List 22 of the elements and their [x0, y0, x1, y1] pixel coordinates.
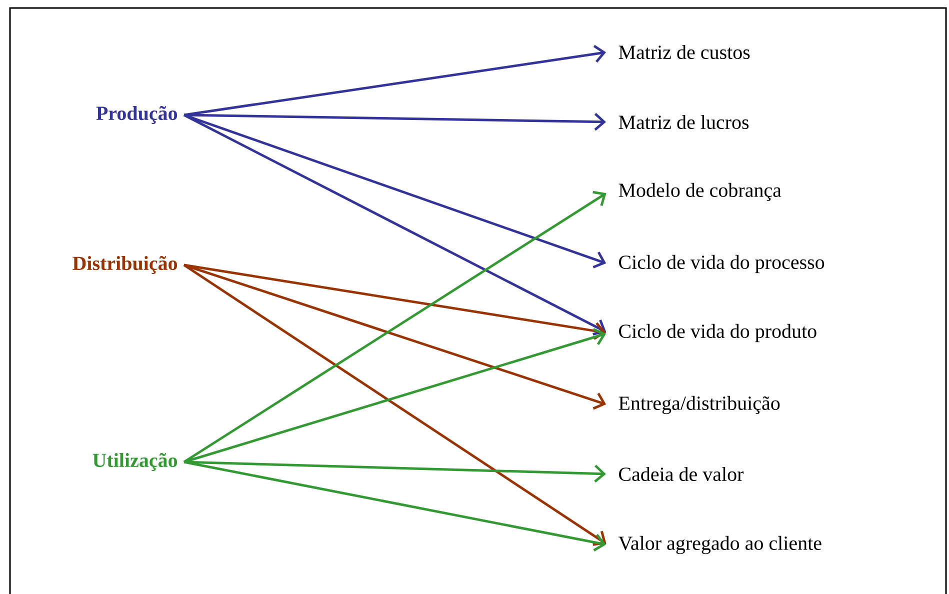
source-label: Produção [96, 106, 178, 124]
arrow [184, 44, 606, 116]
arrow [184, 264, 606, 410]
arrow [184, 264, 606, 340]
arrow [184, 328, 606, 464]
arrow [184, 114, 606, 268]
target-label: Entrega/distribuição [618, 396, 780, 414]
target-label: Matriz de lucros [618, 114, 749, 130]
target-label: Valor agregado ao cliente [618, 536, 822, 554]
arrow [184, 460, 606, 552]
source-label: Utilização [92, 452, 178, 472]
target-label: Ciclo de vida do processo [619, 254, 824, 274]
target-label: Modelo de cobrança [618, 182, 782, 202]
source-label: Distribuição [72, 256, 178, 274]
target-label: Cadeia de valor [619, 466, 744, 482]
target-label: Matriz de custos [618, 44, 750, 60]
target-label: Ciclo de vida do produto [619, 324, 816, 342]
arrow [183, 190, 606, 464]
arrow [183, 114, 606, 336]
arrow [184, 460, 606, 483]
arrow [184, 112, 606, 131]
arrow [183, 264, 606, 546]
